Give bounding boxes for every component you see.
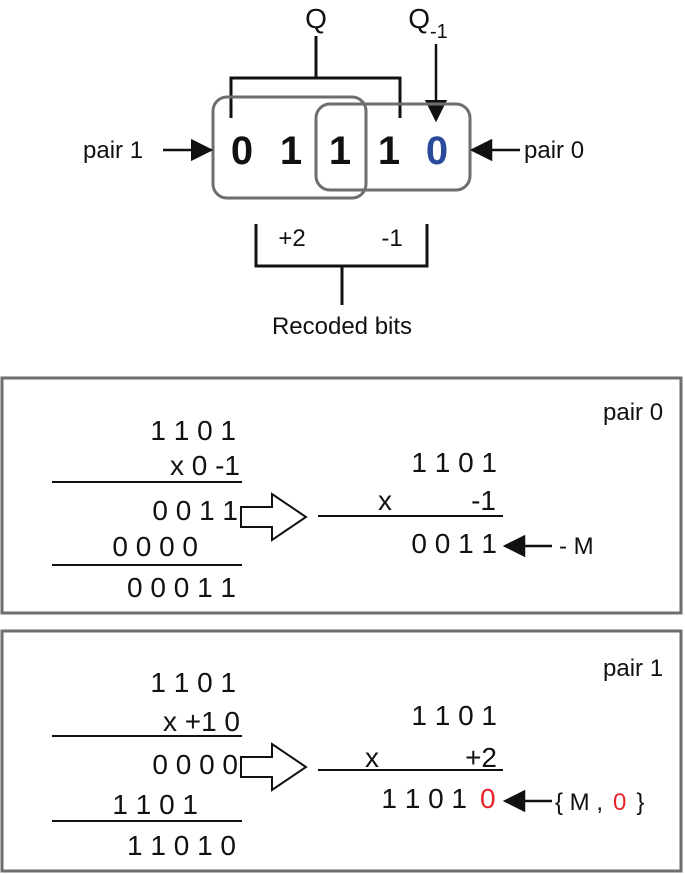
p0-right-digit: -1	[471, 485, 496, 516]
p1-note-close: }	[636, 789, 644, 816]
p0-left-result: 0 0 0 1 1	[127, 572, 236, 603]
bit-3: 1	[378, 129, 400, 173]
q-minus1-label: Q-1	[408, 3, 448, 43]
recoded-plus2: +2	[278, 225, 305, 252]
bit-2: 1	[329, 129, 351, 173]
p1-right-multiplicand: 1 1 0 1	[411, 700, 497, 731]
recoded-minus1: -1	[381, 225, 402, 252]
p1-note: { M , 0}	[555, 789, 644, 816]
p0-left-multiplicand: 1 1 0 1	[150, 415, 236, 446]
pair1-label: pair 1	[83, 137, 143, 164]
p1-left-pp2: 1 1 0 1	[112, 789, 198, 820]
p0-left-pp2: 0 0 0 0	[112, 531, 198, 562]
bit-1: 1	[280, 129, 302, 173]
top-section: Q Q-1 0 1 1 1 0 pair 1 pair 0 +2 -1	[83, 3, 584, 340]
bit-row: 0 1 1 1 0	[231, 129, 448, 173]
bit-0: 0	[231, 129, 253, 173]
p1-block-arrow	[240, 742, 308, 792]
p0-note-minus-m: - M	[559, 533, 594, 560]
panel-pair1-left-calc: 1 1 0 1 x +1 0 0 0 0 0 1 1 0 1 1 1 0 1 0	[112, 667, 240, 861]
p0-right-result: 0 0 1 1	[411, 528, 497, 559]
p1-left-result: 1 1 0 1 0	[127, 830, 236, 861]
panel-pair0-title: pair 0	[603, 399, 663, 426]
panel-pair1-right-calc: 1 1 0 1 x +2 1 1 0 1 0	[365, 700, 497, 814]
q-bracket	[229, 36, 402, 118]
bit-4: 0	[426, 129, 448, 173]
p1-right-digit: +2	[465, 742, 497, 773]
panel-pair0-frame	[0, 376, 683, 615]
p0-block-arrow	[240, 492, 308, 542]
p1-note-open: { M ,	[555, 789, 603, 816]
q-label: Q	[305, 3, 327, 34]
recoded-bracket	[254, 224, 429, 305]
p0-right-multiplicand: 1 1 0 1	[411, 447, 497, 478]
p1-left-pp1: 0 0 0 0	[152, 749, 238, 780]
p1-right-x: x	[365, 742, 379, 773]
p0-right-x: x	[378, 485, 392, 516]
panel-pair0-right-calc: 1 1 0 1 x -1 0 0 1 1	[378, 447, 497, 559]
panel-pair0-left-calc: 1 1 0 1 x 0 -1 0 0 1 1 0 0 0 0 0 0 0 1 1	[112, 415, 240, 603]
panel-pair1-title: pair 1	[603, 655, 663, 682]
p1-note-zero: 0	[613, 789, 626, 816]
p0-left-multiplier: x 0 -1	[170, 450, 240, 481]
p0-left-pp1: 0 0 1 1	[152, 495, 238, 526]
p1-right-result-last: 0	[480, 783, 496, 814]
panel-pair0: pair 0 1 1 0 1 x 0 -1 0 0 1 1 0 0 0 0 0 …	[0, 376, 683, 615]
panel-pair1-frame	[0, 629, 683, 873]
p1-left-multiplier: x +1 0	[163, 706, 240, 737]
panel-pair1: pair 1 1 1 0 1 x +1 0 0 0 0 0 1 1 0 1 1 …	[0, 629, 683, 873]
p1-right-result: 1 1 0 1	[381, 783, 467, 814]
pair0-label: pair 0	[524, 137, 584, 164]
p1-left-multiplicand: 1 1 0 1	[150, 667, 236, 698]
recoded-label: Recoded bits	[272, 313, 412, 340]
